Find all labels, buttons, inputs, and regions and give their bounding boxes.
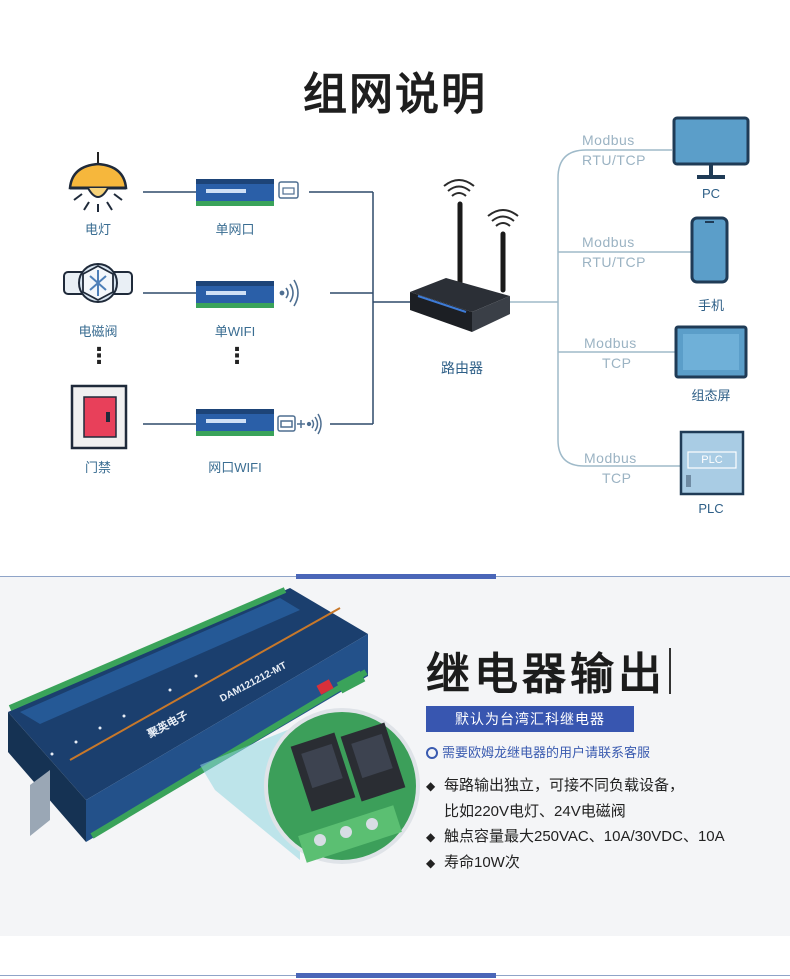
client-links [510, 149, 692, 467]
bottom-divider-accent [296, 973, 496, 978]
ethernet-port-icon [278, 181, 299, 199]
title-divider [669, 648, 671, 694]
page-title: 组网说明 [303, 70, 487, 119]
device-links [143, 191, 412, 425]
module-label-ethernet: 单网口 [215, 222, 255, 237]
module-label-wifi: 单WIFI [214, 324, 256, 339]
relay-features: ◆每路输出独立，可接不同负载设备， 比如220V电灯、24V电磁阀 ◆触点容量最… [426, 773, 725, 876]
router-icon [410, 179, 519, 332]
client-label-plc: PLC [698, 501, 724, 516]
door-access-icon [70, 384, 128, 450]
device-label-door: 门禁 [84, 460, 111, 475]
feature-item: ◆寿命10W次 [426, 854, 520, 871]
ethernet-wifi-icon [277, 413, 322, 435]
section-divider-accent [296, 574, 496, 579]
client-label-pc: PC [701, 186, 721, 201]
feature-item: ◆触点容量最大250VAC、10A/30VDC、10A [426, 828, 725, 845]
default-relay-badge: 默认为台湾汇科继电器 [426, 706, 634, 732]
phone-icon [690, 216, 729, 284]
module-boards [196, 179, 274, 436]
protocol-pc: Modbus RTU/TCP [582, 132, 646, 168]
client-label-phone: 手机 [697, 298, 724, 313]
wifi-signal-icon [279, 279, 299, 307]
plc-icon [679, 430, 745, 496]
relay-closeup [264, 708, 420, 864]
protocol-hmi: Modbus TCP [584, 335, 637, 371]
module-label-ethernet-wifi: 网口WIFI [208, 460, 262, 475]
feature-item-continued: 比如220V电灯、24V电磁阀 [444, 803, 626, 820]
monitor-icon [672, 116, 750, 179]
lamp-icon [68, 152, 128, 212]
customer-service-icon [426, 747, 438, 759]
plc-screen-text: PLC [701, 454, 723, 466]
protocol-plc: Modbus TCP [584, 450, 637, 486]
network-diagram [63, 116, 750, 496]
relay-section-title: 继电器输出 [426, 650, 666, 699]
device-label-lamp: 电灯 [84, 222, 111, 237]
solenoid-valve-icon [63, 263, 133, 303]
omron-contact-note: 需要欧姆龙继电器的用户请联系客服 [426, 742, 650, 761]
protocol-phone: Modbus RTU/TCP [582, 234, 646, 270]
device-label-valve: 电磁阀 [78, 324, 118, 339]
relay-product-board [8, 587, 368, 842]
feature-item: ◆每路输出独立，可接不同负载设备， [426, 777, 685, 794]
hmi-screen-icon [674, 325, 748, 379]
client-label-hmi: 组态屏 [691, 388, 731, 403]
router-label: 路由器 [441, 360, 483, 376]
